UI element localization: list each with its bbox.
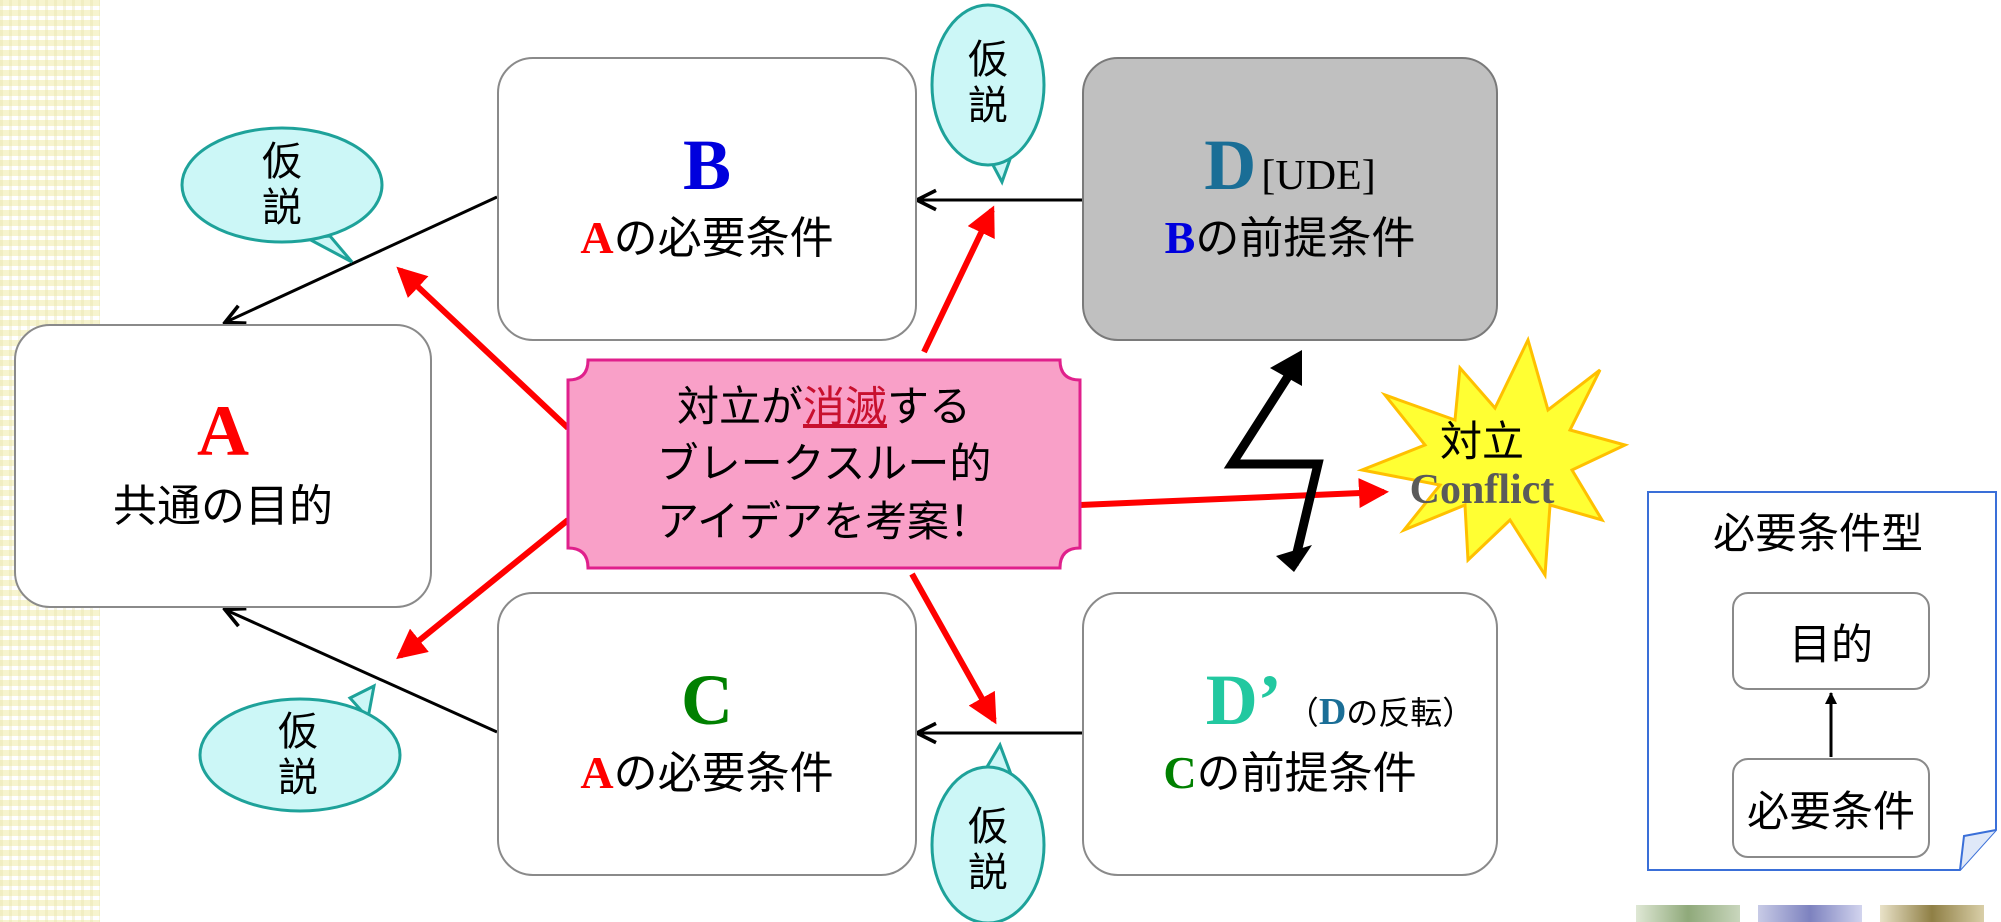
lightning-bolt-icon	[1223, 361, 1324, 567]
hypothesis-label-upper-left: 仮説	[262, 139, 302, 231]
node-dprime-letter: D’	[1205, 659, 1282, 740]
node-d-ude-tag: [UDE]	[1261, 152, 1376, 199]
legend-title: 必要条件型	[1712, 509, 1923, 558]
node-b-requirement: B Aの必要条件	[497, 57, 917, 341]
node-a-common-goal: A 共通の目的	[14, 324, 432, 608]
conflict-label: 対立 Conflict	[1366, 400, 1598, 530]
node-d-letter: D	[1204, 124, 1257, 205]
node-a-letter: A	[197, 391, 249, 472]
center-idea-line3: アイデアを考案！	[657, 496, 991, 546]
node-b-label: の必要条件	[613, 212, 834, 264]
node-b-letter: B	[682, 124, 732, 205]
node-c-label: の必要条件	[613, 747, 834, 799]
node-dprime-label: の前提条件	[1196, 747, 1417, 799]
hypothesis-label-bottom: 仮説	[968, 804, 1008, 896]
hypothesis-label-lower-left: 仮説	[278, 709, 318, 801]
footer-thumbnail-1	[1636, 905, 1740, 922]
node-dprime-note-ref: D	[1318, 690, 1347, 733]
center-idea-line2: ブレークスルー的	[656, 439, 992, 489]
center-idea-line1: 対立が消滅する	[676, 382, 972, 432]
node-d-label: の前提条件	[1195, 212, 1416, 264]
node-c-label-row: Aの必要条件	[580, 742, 833, 804]
red-arrow-to-a-lower	[396, 517, 570, 660]
node-dprime-prerequisite: D’ （Dの反転） Cの前提条件	[1082, 592, 1498, 876]
conflict-starburst	[1356, 335, 1630, 580]
legend-bottom-box: 必要条件	[1732, 758, 1930, 858]
node-c-requirement: C Aの必要条件	[497, 592, 917, 876]
arrow-c-to-a	[226, 610, 498, 734]
node-d-ref: B	[1164, 211, 1196, 263]
conflict-label-en: Conflict	[1409, 467, 1555, 514]
center-idea-text: 対立が消滅する ブレークスルー的 アイデアを考案！	[568, 360, 1080, 568]
footer-thumbnail-3	[1880, 905, 1984, 922]
node-b-ref: A	[580, 211, 614, 263]
node-c-letter: C	[681, 659, 733, 740]
hypothesis-callout-upper-left	[180, 126, 384, 264]
node-c-ref: A	[580, 746, 614, 798]
footer-thumbnail-2	[1758, 905, 1862, 922]
node-dprime-ref: C	[1163, 746, 1197, 798]
node-dprime-label-row: Cの前提条件	[1163, 742, 1416, 804]
node-d-title-row: D [UDE]	[1204, 129, 1375, 201]
red-arrow-to-b-link	[921, 205, 995, 354]
hypothesis-label-top: 仮説	[968, 37, 1008, 129]
arrow-b-to-a	[226, 195, 498, 322]
node-d-prerequisite: D [UDE] Bの前提条件	[1082, 57, 1498, 341]
node-dprime-note: （Dの反転）	[1286, 690, 1475, 733]
legend-top-box: 目的	[1732, 592, 1930, 690]
node-dprime-title-row: D’ （Dの反転）	[1206, 664, 1475, 736]
center-idea-shape	[566, 358, 1082, 570]
hypothesis-callout-lower-left	[198, 683, 402, 813]
red-arrow-to-conflict	[1079, 478, 1389, 509]
conflict-label-jp: 対立	[1439, 416, 1524, 466]
node-d-label-row: Bの前提条件	[1165, 207, 1416, 269]
center-idea-emphasis: 消滅	[802, 382, 887, 432]
node-a-label: 共通の目的	[113, 481, 333, 533]
red-arrow-to-c-link	[909, 572, 997, 725]
hypothesis-callout-bottom	[930, 741, 1046, 922]
node-b-label-row: Aの必要条件	[580, 207, 833, 269]
hypothesis-callout-top	[930, 3, 1046, 186]
red-arrow-to-a-upper	[396, 266, 571, 431]
